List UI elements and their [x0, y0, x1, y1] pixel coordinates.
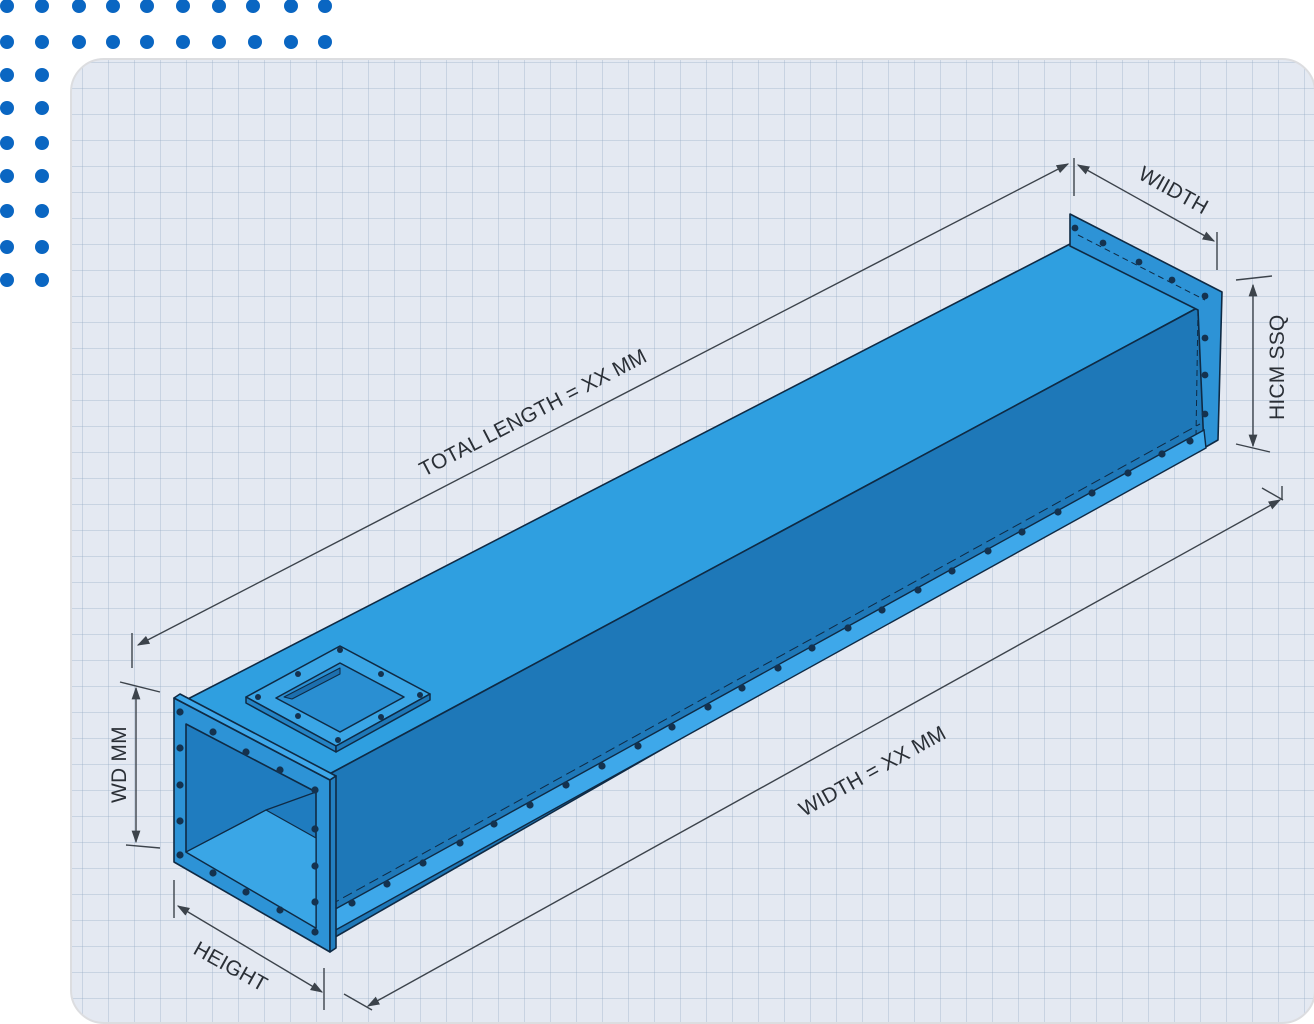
front-flange — [173, 693, 337, 953]
bottom-width-label: WIDTH = XX MM — [795, 722, 950, 822]
end-width-label: WIIDTH — [1135, 162, 1212, 219]
bottom-height-label: HEIGHT — [190, 937, 272, 996]
dot-grid — [0, 0, 332, 287]
total-length-label: TOTAL LENGTH = XX MM — [416, 345, 651, 482]
dimension-lines — [119, 158, 1284, 1011]
end-width-dim-line — [1076, 164, 1216, 242]
end-height-label: HICM SSQ — [1266, 315, 1289, 420]
bottom-height-dim-line — [176, 905, 324, 993]
dot-pattern-decoration — [0, 0, 332, 287]
front-height-label: WD MM — [108, 726, 131, 803]
total-length-dim-line — [136, 163, 1070, 646]
duct-body — [181, 213, 1223, 941]
far-flange-bolts — [1071, 224, 1209, 418]
bottom-width-dim-line — [366, 499, 1282, 1007]
